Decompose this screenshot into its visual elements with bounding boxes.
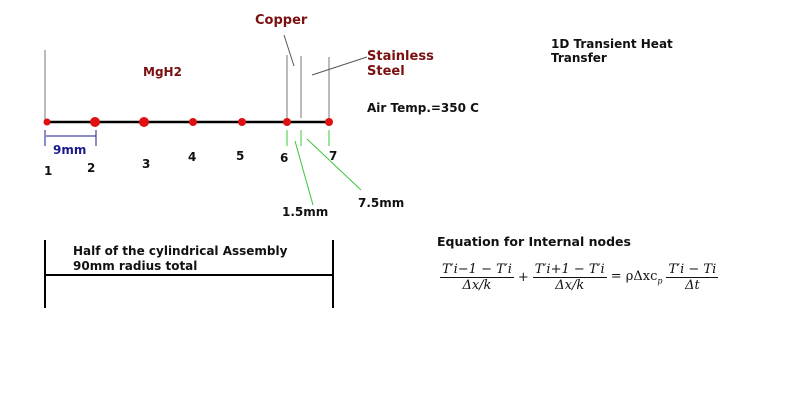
title-line-2: Transfer — [551, 51, 607, 65]
copper-leader — [283, 34, 295, 67]
node-number-2: 2 — [87, 161, 96, 175]
node-dot-4 — [189, 118, 197, 126]
equation-title: Equation for Internal nodes — [437, 234, 631, 249]
node-dot-7 — [325, 118, 333, 126]
node-number-1: 1 — [44, 164, 53, 178]
mgh2-label: MgH2 — [143, 65, 182, 79]
node-number-4: 4 — [188, 150, 197, 164]
assembly-note-2: 90mm radius total — [73, 259, 198, 273]
node-dot-3 — [139, 117, 149, 127]
steel-leader — [311, 56, 368, 76]
equation-term-1: T′i−1 − T′i Δx/k — [440, 262, 514, 293]
assembly-note-1: Half of the cylindrical Assembly — [73, 244, 288, 258]
node-number-6: 6 — [280, 151, 289, 165]
steel-thickness-label: 7.5mm — [358, 196, 405, 210]
node-dot-6 — [283, 118, 291, 126]
spacing-label: 9mm — [53, 143, 87, 157]
steel-label: Steel — [367, 64, 405, 79]
equation-term-2: T′i+1 − T′i Δx/k — [532, 262, 607, 293]
copper-dim-leader — [294, 140, 314, 206]
air-temp-label: Air Temp.=350 C — [367, 101, 479, 115]
stainless-label: Stainless — [367, 49, 434, 64]
node-dot-5 — [238, 118, 246, 126]
copper-thickness-label: 1.5mm — [282, 205, 329, 219]
internal-node-equation: T′i−1 − T′i Δx/k + T′i+1 − T′i Δx/k = ρΔ… — [440, 262, 719, 293]
node-number-5: 5 — [236, 149, 245, 163]
node-dot-1 — [43, 118, 51, 126]
title-line-1: 1D Transient Heat — [551, 37, 673, 51]
node-number-3: 3 — [142, 157, 151, 171]
copper-label: Copper — [255, 13, 308, 28]
nodes — [43, 117, 333, 127]
node-number-7: 7 — [329, 149, 338, 163]
equation-rhs-coeff: = ρΔxcp — [610, 269, 663, 286]
steel-dim-leader — [306, 138, 362, 191]
equation-term-3: T′i − Ti Δt — [666, 262, 719, 293]
node-dot-2 — [90, 117, 100, 127]
